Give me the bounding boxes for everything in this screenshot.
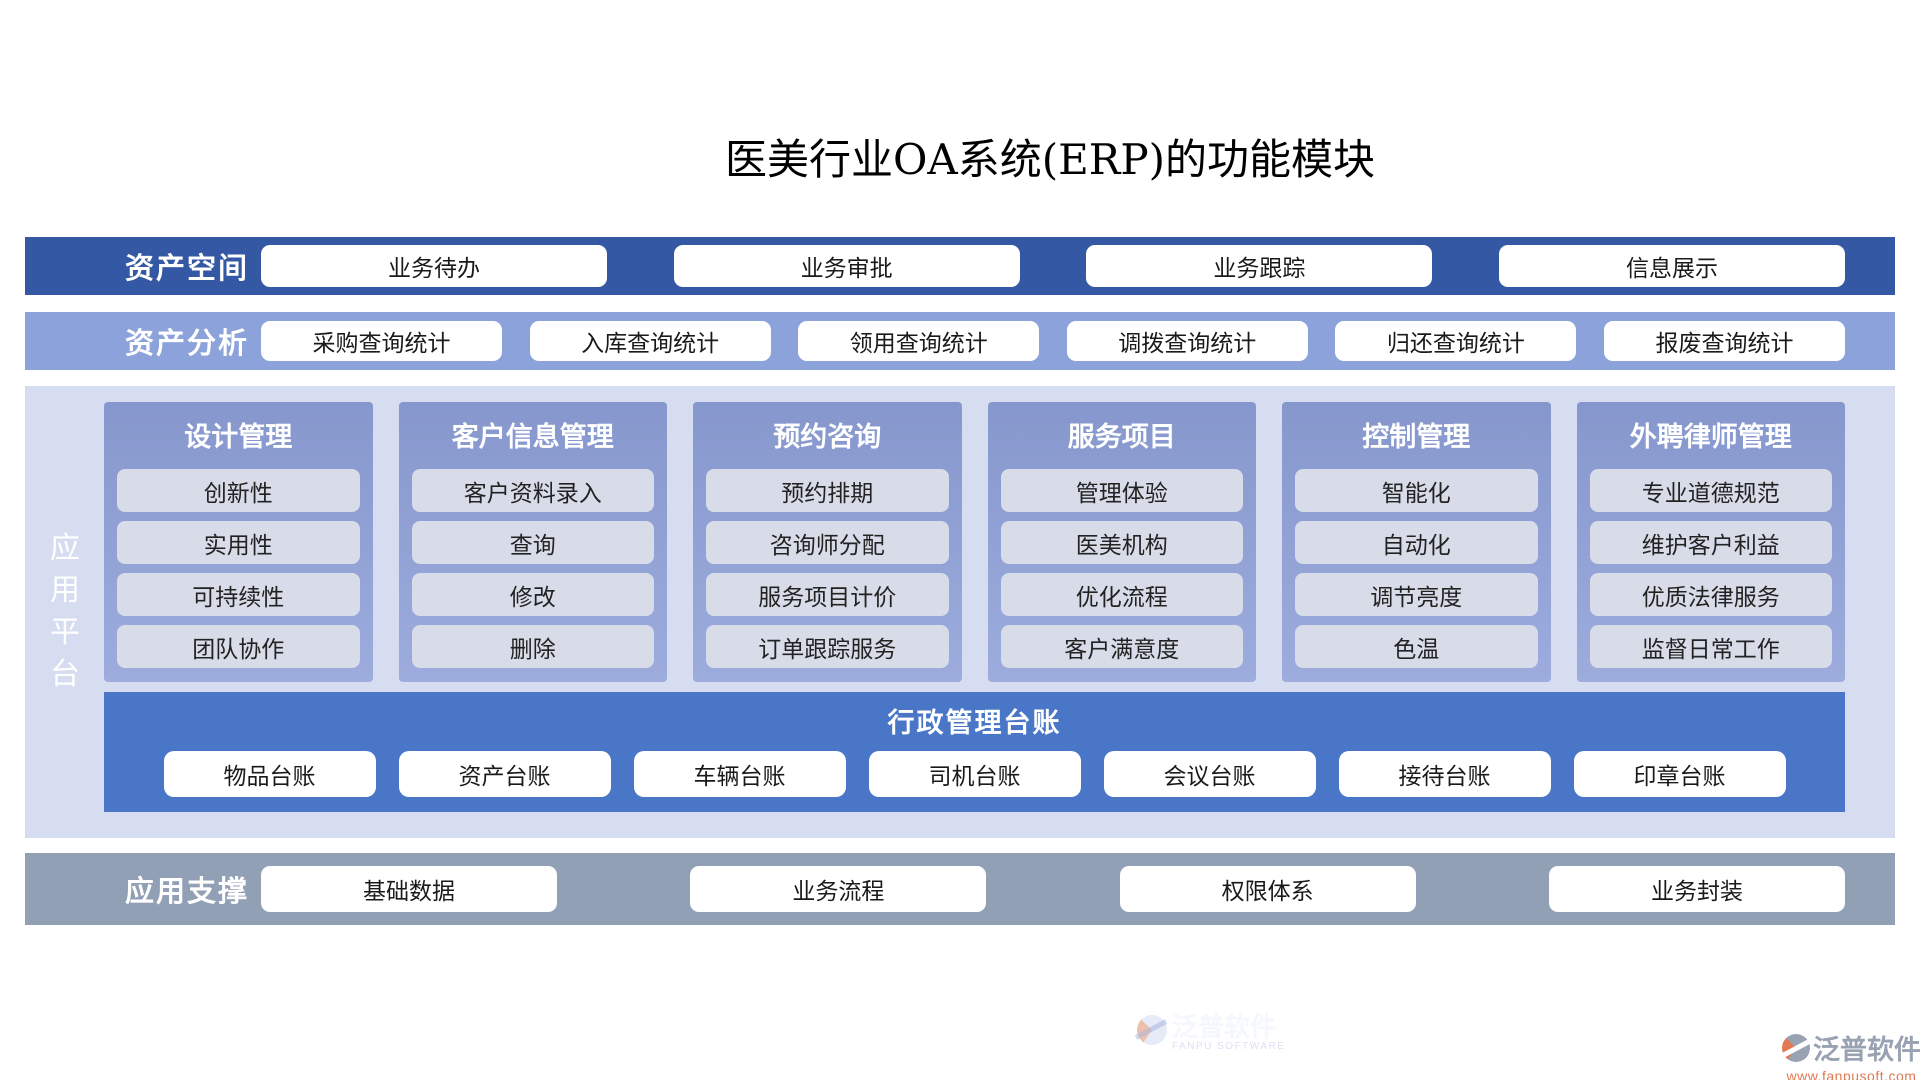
asset-space-band: 资产空间 业务待办 业务审批 业务跟踪 信息展示 [25,237,1895,295]
module-item-button[interactable]: 删除 [411,625,654,668]
support-button[interactable]: 权限体系 [1119,866,1416,912]
module-card-1: 设计管理创新性实用性可持续性团队协作 [104,402,373,682]
support-button[interactable]: 基础数据 [261,866,557,912]
application-platform-label: 应用平台 [50,531,80,692]
module-item-button[interactable]: 服务项目计价 [706,573,949,616]
ledger-button[interactable]: 会议台账 [1103,751,1316,797]
ledger-button[interactable]: 车辆台账 [633,751,846,797]
module-item-button[interactable]: 创新性 [117,469,360,512]
module-card-3: 预约咨询预约排期咨询师分配服务项目计价订单跟踪服务 [693,402,962,682]
module-item-button[interactable]: 智能化 [1295,469,1538,512]
module-item-button[interactable]: 修改 [411,573,654,616]
module-card-2: 客户信息管理客户资料录入查询修改删除 [398,402,667,682]
asset-space-button[interactable]: 业务审批 [673,245,1020,287]
application-support-items: 基础数据 业务流程 权限体系 业务封装 [261,866,1845,912]
support-button[interactable]: 业务封装 [1548,866,1845,912]
module-card-4: 服务项目管理体验医美机构优化流程客户满意度 [987,402,1256,682]
application-support-label: 应用支撑 [125,874,250,908]
module-columns: 设计管理创新性实用性可持续性团队协作客户信息管理客户资料录入查询修改删除预约咨询… [104,402,1845,682]
asset-space-button[interactable]: 业务待办 [261,245,607,287]
admin-ledger-title: 行政管理台账 [887,708,1062,739]
module-item-button[interactable]: 专业道德规范 [1589,469,1832,512]
module-item-button[interactable]: 维护客户利益 [1589,521,1832,564]
page-title: 医美行业OA系统(ERP)的功能模块 [724,135,1376,184]
fanpu-logo-icon [1782,1033,1810,1062]
module-item-button[interactable]: 查询 [411,521,654,564]
module-card-title: 服务项目 [1067,422,1176,453]
admin-ledger-items: 物品台账资产台账车辆台账司机台账会议台账接待台账印章台账 [104,751,1845,797]
asset-space-label: 资产空间 [125,251,250,285]
module-item-button[interactable]: 监督日常工作 [1589,625,1832,668]
ledger-button[interactable]: 司机台账 [868,751,1081,797]
fanpu-watermark-name: 泛普软件 [1813,1035,1920,1066]
asset-analysis-label: 资产分析 [125,326,250,360]
application-platform-panel: 应用平台 设计管理创新性实用性可持续性团队协作客户信息管理客户资料录入查询修改删… [25,386,1895,1052]
admin-ledger-band: 行政管理台账 物品台账资产台账车辆台账司机台账会议台账接待台账印章台账 [104,692,1845,812]
module-card-title: 外聘律师管理 [1629,422,1792,453]
module-item-button[interactable]: 团队协作 [117,625,360,668]
asset-space-items: 业务待办 业务审批 业务跟踪 信息展示 [261,245,1845,287]
module-item-button[interactable]: 可持续性 [117,573,360,616]
module-card-6: 外聘律师管理专业道德规范维护客户利益优质法律服务监督日常工作 [1576,402,1845,682]
asset-analysis-button[interactable]: 入库查询统计 [529,321,771,361]
module-item-button[interactable]: 优质法律服务 [1589,573,1832,616]
asset-analysis-button[interactable]: 报废查询统计 [1603,321,1845,361]
asset-analysis-button[interactable]: 采购查询统计 [261,321,502,361]
module-item-button[interactable]: 自动化 [1295,521,1538,564]
module-item-button[interactable]: 管理体验 [1000,469,1243,512]
fanpu-watermark-name: 泛普软件 [1172,1013,1277,1043]
asset-analysis-button[interactable]: 归还查询统计 [1335,321,1577,361]
fanpu-watermark-corner: 泛普软件 www.fanpusoft.com [1782,1028,1920,1080]
asset-analysis-button[interactable]: 调拨查询统计 [1066,321,1308,361]
module-card-title: 客户信息管理 [451,422,614,453]
ledger-button[interactable]: 资产台账 [398,751,611,797]
module-card-title: 设计管理 [184,422,293,453]
asset-analysis-button[interactable]: 领用查询统计 [798,321,1040,361]
module-item-button[interactable]: 优化流程 [1000,573,1243,616]
asset-space-button[interactable]: 业务跟踪 [1086,245,1433,287]
asset-analysis-items: 采购查询统计入库查询统计领用查询统计调拨查询统计归还查询统计报废查询统计 [261,321,1845,361]
module-item-button[interactable]: 医美机构 [1000,521,1243,564]
fanpu-watermark-sub: FANPU SOFTWARE [1172,1041,1286,1052]
module-card-5: 控制管理智能化自动化调节亮度色温 [1282,402,1551,682]
support-button[interactable]: 业务流程 [690,866,987,912]
module-item-button[interactable]: 实用性 [117,521,360,564]
module-item-button[interactable]: 咨询师分配 [706,521,949,564]
asset-analysis-band: 资产分析 采购查询统计入库查询统计领用查询统计调拨查询统计归还查询统计报废查询统… [25,312,1895,370]
module-item-button[interactable]: 预约排期 [706,469,949,512]
fanpu-watermark-center: 泛普软件 FANPU SOFTWARE [1137,1015,1285,1052]
ledger-button[interactable]: 接待台账 [1338,751,1551,797]
module-item-button[interactable]: 色温 [1295,625,1538,668]
module-item-button[interactable]: 订单跟踪服务 [706,625,949,668]
asset-space-button[interactable]: 信息展示 [1498,245,1845,287]
module-item-button[interactable]: 客户资料录入 [411,469,654,512]
ledger-button[interactable]: 物品台账 [163,751,376,797]
ledger-button[interactable]: 印章台账 [1573,751,1786,797]
application-support-band: 应用支撑 基础数据 业务流程 权限体系 业务封装 [25,853,1895,925]
module-card-title: 预约咨询 [773,422,882,453]
module-item-button[interactable]: 调节亮度 [1295,573,1538,616]
module-card-title: 控制管理 [1362,422,1471,453]
fanpu-logo-icon [1137,1015,1167,1045]
module-item-button[interactable]: 客户满意度 [1000,625,1243,668]
fanpu-watermark-url: www.fanpusoft.com [1786,1068,1917,1080]
